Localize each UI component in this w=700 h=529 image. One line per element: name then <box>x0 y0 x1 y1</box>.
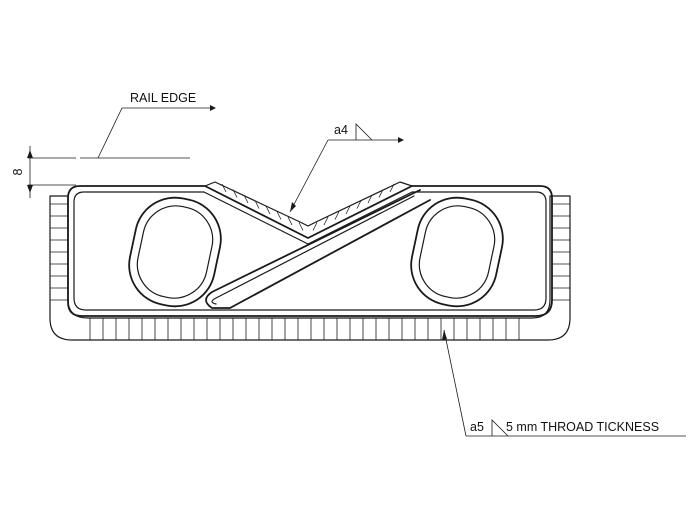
hatch-line <box>287 216 293 226</box>
weld-a4-label: a4 <box>334 123 348 137</box>
fillet-weld-symbol-icon <box>355 123 373 141</box>
weld-a5-label: a5 <box>470 420 484 434</box>
hatch-line <box>356 200 362 209</box>
hatch-line <box>389 183 395 193</box>
hatch-line <box>345 205 351 215</box>
hatch-line <box>232 189 238 198</box>
dimension-value: 8 <box>11 168 25 175</box>
right-slot <box>410 196 504 308</box>
rail-edge-callout: RAIL EDGE <box>80 91 216 159</box>
weld-a5-callout: a5 5 mm THROAD TICKNESS <box>442 329 686 437</box>
height-dimension: 8 <box>11 146 76 198</box>
hatch-line <box>312 222 318 231</box>
hatch-line <box>243 194 249 204</box>
left-slot <box>128 196 222 308</box>
hatch-line <box>254 200 260 209</box>
hatch-line <box>265 205 271 215</box>
hatch-line <box>276 211 282 220</box>
hatch-line <box>378 189 384 198</box>
fillet-weld-symbol-icon <box>491 419 509 437</box>
weld-a4-callout: a4 <box>289 123 404 213</box>
arrow-right-icon <box>210 105 216 111</box>
rail-edge-label: RAIL EDGE <box>130 91 196 105</box>
diagonal-web <box>205 189 431 309</box>
hatch-line <box>221 183 227 193</box>
plate-body <box>67 185 553 317</box>
hatch-line <box>367 194 373 204</box>
throat-thickness-note: 5 mm THROAD TICKNESS <box>506 420 659 434</box>
bottom-weld-band <box>49 195 571 341</box>
hatch-line <box>298 222 304 231</box>
hatch-line <box>334 211 340 220</box>
hatch-line <box>323 216 329 226</box>
v-notch-weld <box>204 181 413 239</box>
arrow-right-icon <box>398 137 404 143</box>
